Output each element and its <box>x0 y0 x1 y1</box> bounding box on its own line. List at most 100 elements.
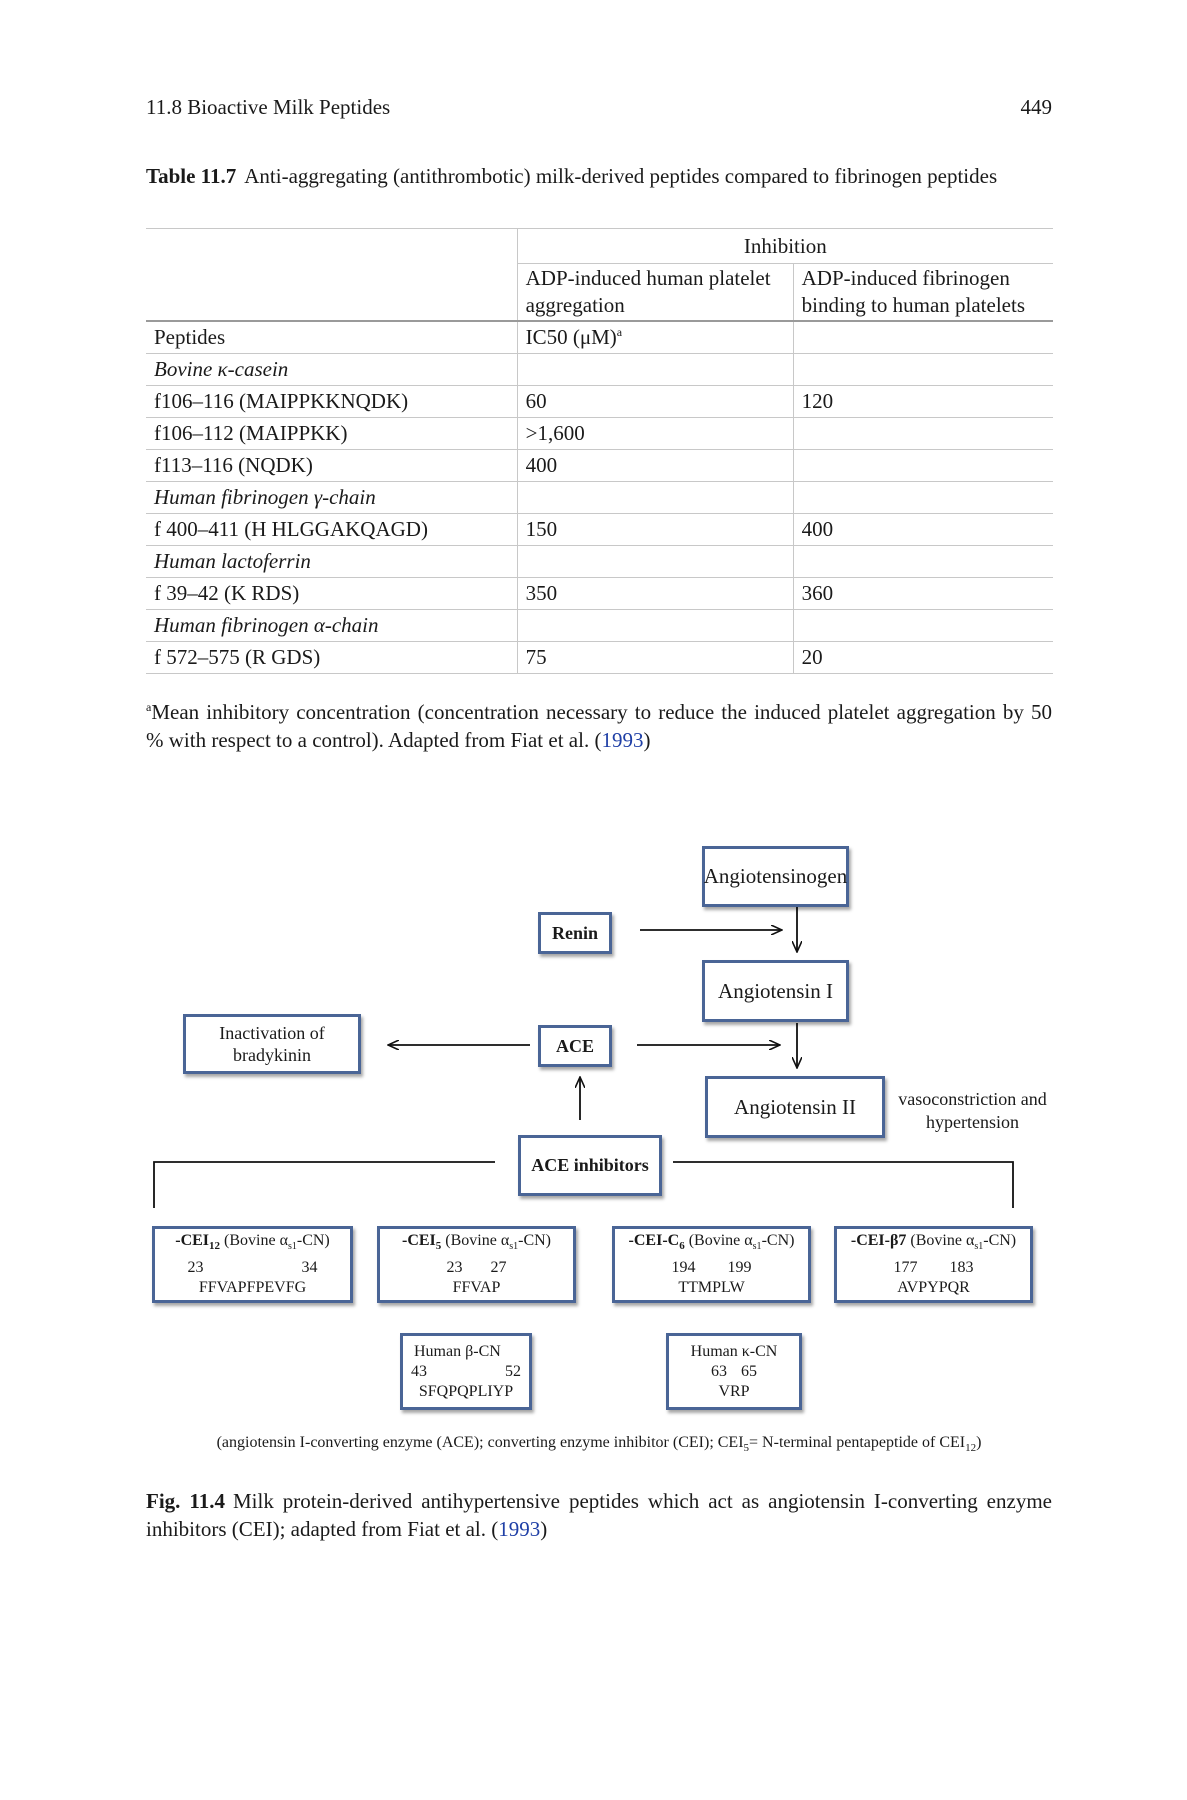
aggregation-ic50-cell <box>516 353 794 386</box>
page-number: 449 <box>1020 95 1053 119</box>
binding-ic50-cell: 400 <box>792 513 1053 546</box>
binding-ic50-cell <box>792 609 1053 642</box>
ace-label: ACE <box>555 1035 594 1056</box>
peptide-source-end: -CN) <box>983 1232 1017 1250</box>
figure-note: (angiotensin I-converting enzyme (ACE); … <box>146 1434 1052 1454</box>
table-row: Bovine κ-casein <box>146 353 1053 386</box>
human-beta-start: 43 <box>411 1362 427 1380</box>
aggregation-ic50-cell <box>516 609 794 642</box>
peptide-source: (Bovine α <box>684 1232 753 1250</box>
vasoconstriction-note: vasoconstriction and hypertension <box>898 1089 1047 1132</box>
peptide-code-sub: 6 <box>679 1240 685 1253</box>
binding-ic50-cell: 360 <box>792 577 1053 610</box>
table-caption-text: Anti-aggregating (antithrombotic) milk-d… <box>244 164 998 188</box>
col2-header: ADP-induced human platelet aggregation <box>516 263 794 321</box>
footnote-reference-link[interactable]: 1993 <box>601 728 644 752</box>
aggregation-ic50-cell: 350 <box>516 577 794 610</box>
peptide-cell: f 39–42 (K RDS) <box>146 577 518 610</box>
human-beta-title: Human β-CN <box>414 1342 501 1360</box>
human-kappa-end: 65 <box>741 1362 757 1380</box>
peptide-cell: f113–116 (NQDK) <box>146 449 518 482</box>
angiotensin1-box: Angiotensin I <box>702 960 849 1022</box>
peptide-source-end: -CN) <box>761 1232 795 1250</box>
peptide-start: 194 <box>671 1258 696 1276</box>
peptide-source: (Bovine α <box>220 1232 288 1250</box>
binding-ic50-cell <box>792 545 1053 578</box>
angiotensinogen-box: Angiotensinogen <box>702 846 849 907</box>
peptide-positions: 194 199 <box>672 1258 752 1278</box>
inhibition-header: Inhibition <box>516 228 1053 264</box>
table-caption-label: Table 11.7 <box>146 164 237 188</box>
aggregation-ic50-cell <box>516 545 794 578</box>
peptide-source: (Bovine α <box>441 1232 510 1250</box>
peptide-source-end: -CN) <box>296 1232 330 1250</box>
figure-caption-text: Milk protein-derived antihypertensive pe… <box>146 1489 1052 1541</box>
peptide-code: -CEI <box>175 1232 210 1250</box>
human-kappa-sequence: VRP <box>718 1382 750 1400</box>
peptides-header: Peptides <box>146 320 518 354</box>
col3-header: ADP-induced fibrinogen binding to human … <box>792 263 1053 321</box>
figure-caption-label: Fig. 11.4 <box>146 1489 225 1513</box>
binding-ic50-cell <box>792 481 1053 514</box>
angiotensin1-label: Angiotensin I <box>718 978 833 1003</box>
human-kappa-cn-box: Human κ-CN 63 65 VRP <box>666 1333 802 1410</box>
peptide-source-sub: s1 <box>974 1241 984 1253</box>
binding-ic50-cell <box>792 417 1053 450</box>
peptide-code-sub: 12 <box>209 1240 221 1253</box>
binding-ic50-cell <box>792 353 1053 386</box>
peptide-end: 34 <box>301 1258 318 1276</box>
table-header-row-1: Inhibition <box>146 228 1053 264</box>
peptide-sequence: FFVAP <box>452 1278 501 1296</box>
figure-note-mid: = N-terminal pentapeptide of CEI <box>749 1434 966 1451</box>
peptide-name: -CEI-C6 (Bovine αs1-CN) <box>629 1231 795 1257</box>
unit-row: Peptides IC50 (μM)a <box>146 320 1053 354</box>
figure-reference-link[interactable]: 1993 <box>498 1517 541 1541</box>
table-caption: Table 11.7 Anti-aggregating (antithrombot… <box>146 163 1052 190</box>
unit-header: IC50 (μM)a <box>516 320 794 354</box>
peptide-cell: f106–112 (MAIPPKK) <box>146 417 518 450</box>
peptide-source-sub: s1 <box>752 1241 762 1253</box>
inactivation-box: Inactivation of bradykinin <box>183 1014 361 1074</box>
peptide-start: 177 <box>893 1258 918 1276</box>
peptide-cell: Human lactoferrin <box>146 545 518 578</box>
peptide-cell: f 572–575 (R GDS) <box>146 641 518 674</box>
human-kappa-positions: 63 65 <box>711 1362 757 1382</box>
human-kappa-start: 63 <box>711 1362 727 1380</box>
figure-note-end: ) <box>976 1434 982 1451</box>
peptide-cell: f106–116 (MAIPPKKNQDK) <box>146 385 518 418</box>
human-kappa-title: Human κ-CN <box>690 1342 778 1360</box>
aggregation-ic50-cell: >1,600 <box>516 417 794 450</box>
peptide-sequence: AVPYPQR <box>897 1278 970 1296</box>
unit-header-empty <box>792 320 1053 354</box>
peptide-end: 199 <box>727 1258 752 1276</box>
header-empty-cell <box>146 228 518 264</box>
human-beta-sequence: SFQPQPLIYP <box>418 1382 514 1400</box>
figure-note-text: (angiotensin I-converting enzyme (ACE); … <box>216 1434 744 1451</box>
footnote-end: ) <box>643 728 651 752</box>
peptide-name: -CEI12 (Bovine αs1-CN) <box>175 1231 330 1257</box>
table-row: f113–116 (NQDK)400 <box>146 449 1053 482</box>
right-bracket-line <box>673 1161 1014 1208</box>
binding-ic50-cell: 20 <box>792 641 1053 674</box>
peptide-source-sub: s1 <box>287 1241 297 1253</box>
unit-header-sup: a <box>616 325 623 339</box>
aggregation-ic50-cell: 60 <box>516 385 794 418</box>
peptide-cell: Human fibrinogen α-chain <box>146 609 518 642</box>
aggregation-ic50-cell: 75 <box>516 641 794 674</box>
peptide-code: -CEI-C <box>628 1232 680 1250</box>
binding-ic50-cell <box>792 449 1053 482</box>
ace-box: ACE <box>538 1025 612 1067</box>
figure-note-sub2: 12 <box>965 1442 977 1455</box>
